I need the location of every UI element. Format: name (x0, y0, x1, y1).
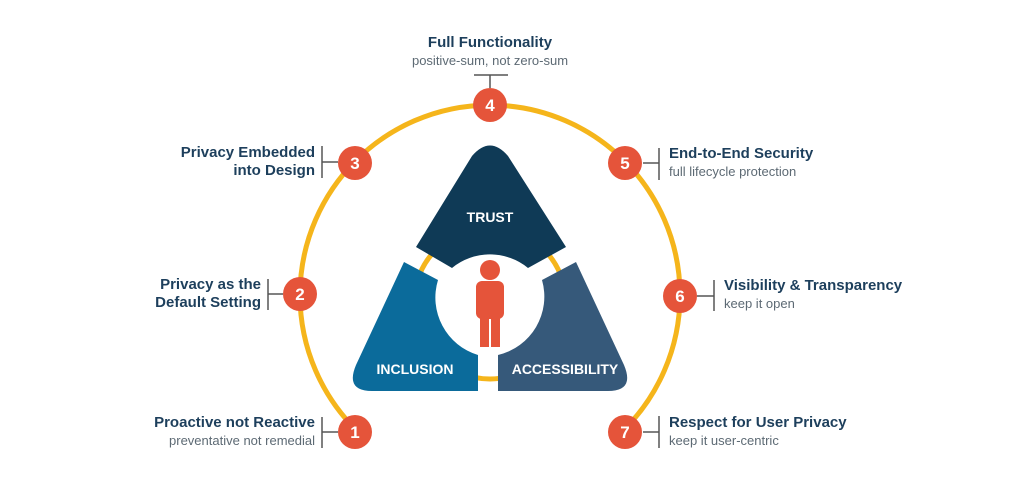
node-5 (608, 146, 642, 180)
node-1 (338, 415, 372, 449)
principle-1-subtitle: preventative not remedial (169, 433, 315, 448)
principle-3: Privacy Embedded into Design (181, 144, 315, 180)
principle-4-subtitle: positive-sum, not zero-sum (411, 53, 569, 68)
principle-6-title: Visibility & Transparency (724, 277, 903, 294)
trust-label: TRUST (467, 209, 514, 225)
node-4-number: 4 (485, 96, 495, 115)
principle-1: Proactive not Reactive preventative not … (154, 414, 315, 450)
inclusion-segment (352, 262, 478, 391)
node-2-number: 2 (295, 285, 304, 304)
principle-6-subtitle: keep it open (724, 296, 795, 311)
principle-3-title-line2: into Design (233, 162, 315, 179)
principle-6: Visibility & Transparency keep it open (724, 277, 902, 313)
principle-2-title-line2: Default Setting (155, 294, 261, 311)
trust-segment (416, 145, 566, 268)
person-icon (476, 260, 504, 347)
node-5-number: 5 (620, 154, 629, 173)
node-6 (663, 279, 697, 313)
node-7 (608, 415, 642, 449)
node-3-number: 3 (350, 154, 359, 173)
node-4 (473, 88, 507, 122)
principle-2: Privacy as the Default Setting (155, 276, 261, 312)
principle-3-title: Privacy Embedded (180, 144, 315, 161)
node-3 (338, 146, 372, 180)
principle-4: Full Functionality positive-sum, not zer… (390, 34, 590, 70)
principle-5-subtitle: full lifecycle protection (669, 164, 797, 179)
principle-7-title: Respect for User Privacy (669, 414, 847, 431)
accessibility-segment (498, 262, 628, 391)
node-1-number: 1 (350, 423, 359, 442)
principle-5-title: End-to-End Security (669, 145, 814, 162)
node-6-number: 6 (675, 287, 684, 306)
principle-7: Respect for User Privacy keep it user-ce… (669, 414, 847, 450)
node-2 (283, 277, 317, 311)
principle-2-title: Privacy as the (160, 276, 261, 293)
accessibility-label: ACCESSIBILITY (512, 361, 619, 377)
principle-4-title: Full Functionality (427, 34, 553, 51)
node-7-number: 7 (620, 423, 629, 442)
inclusion-label: INCLUSION (377, 361, 454, 377)
principle-5: End-to-End Security full lifecycle prote… (669, 145, 813, 181)
principle-7-subtitle: keep it user-centric (669, 433, 779, 448)
principle-1-title: Proactive not Reactive (154, 414, 315, 431)
